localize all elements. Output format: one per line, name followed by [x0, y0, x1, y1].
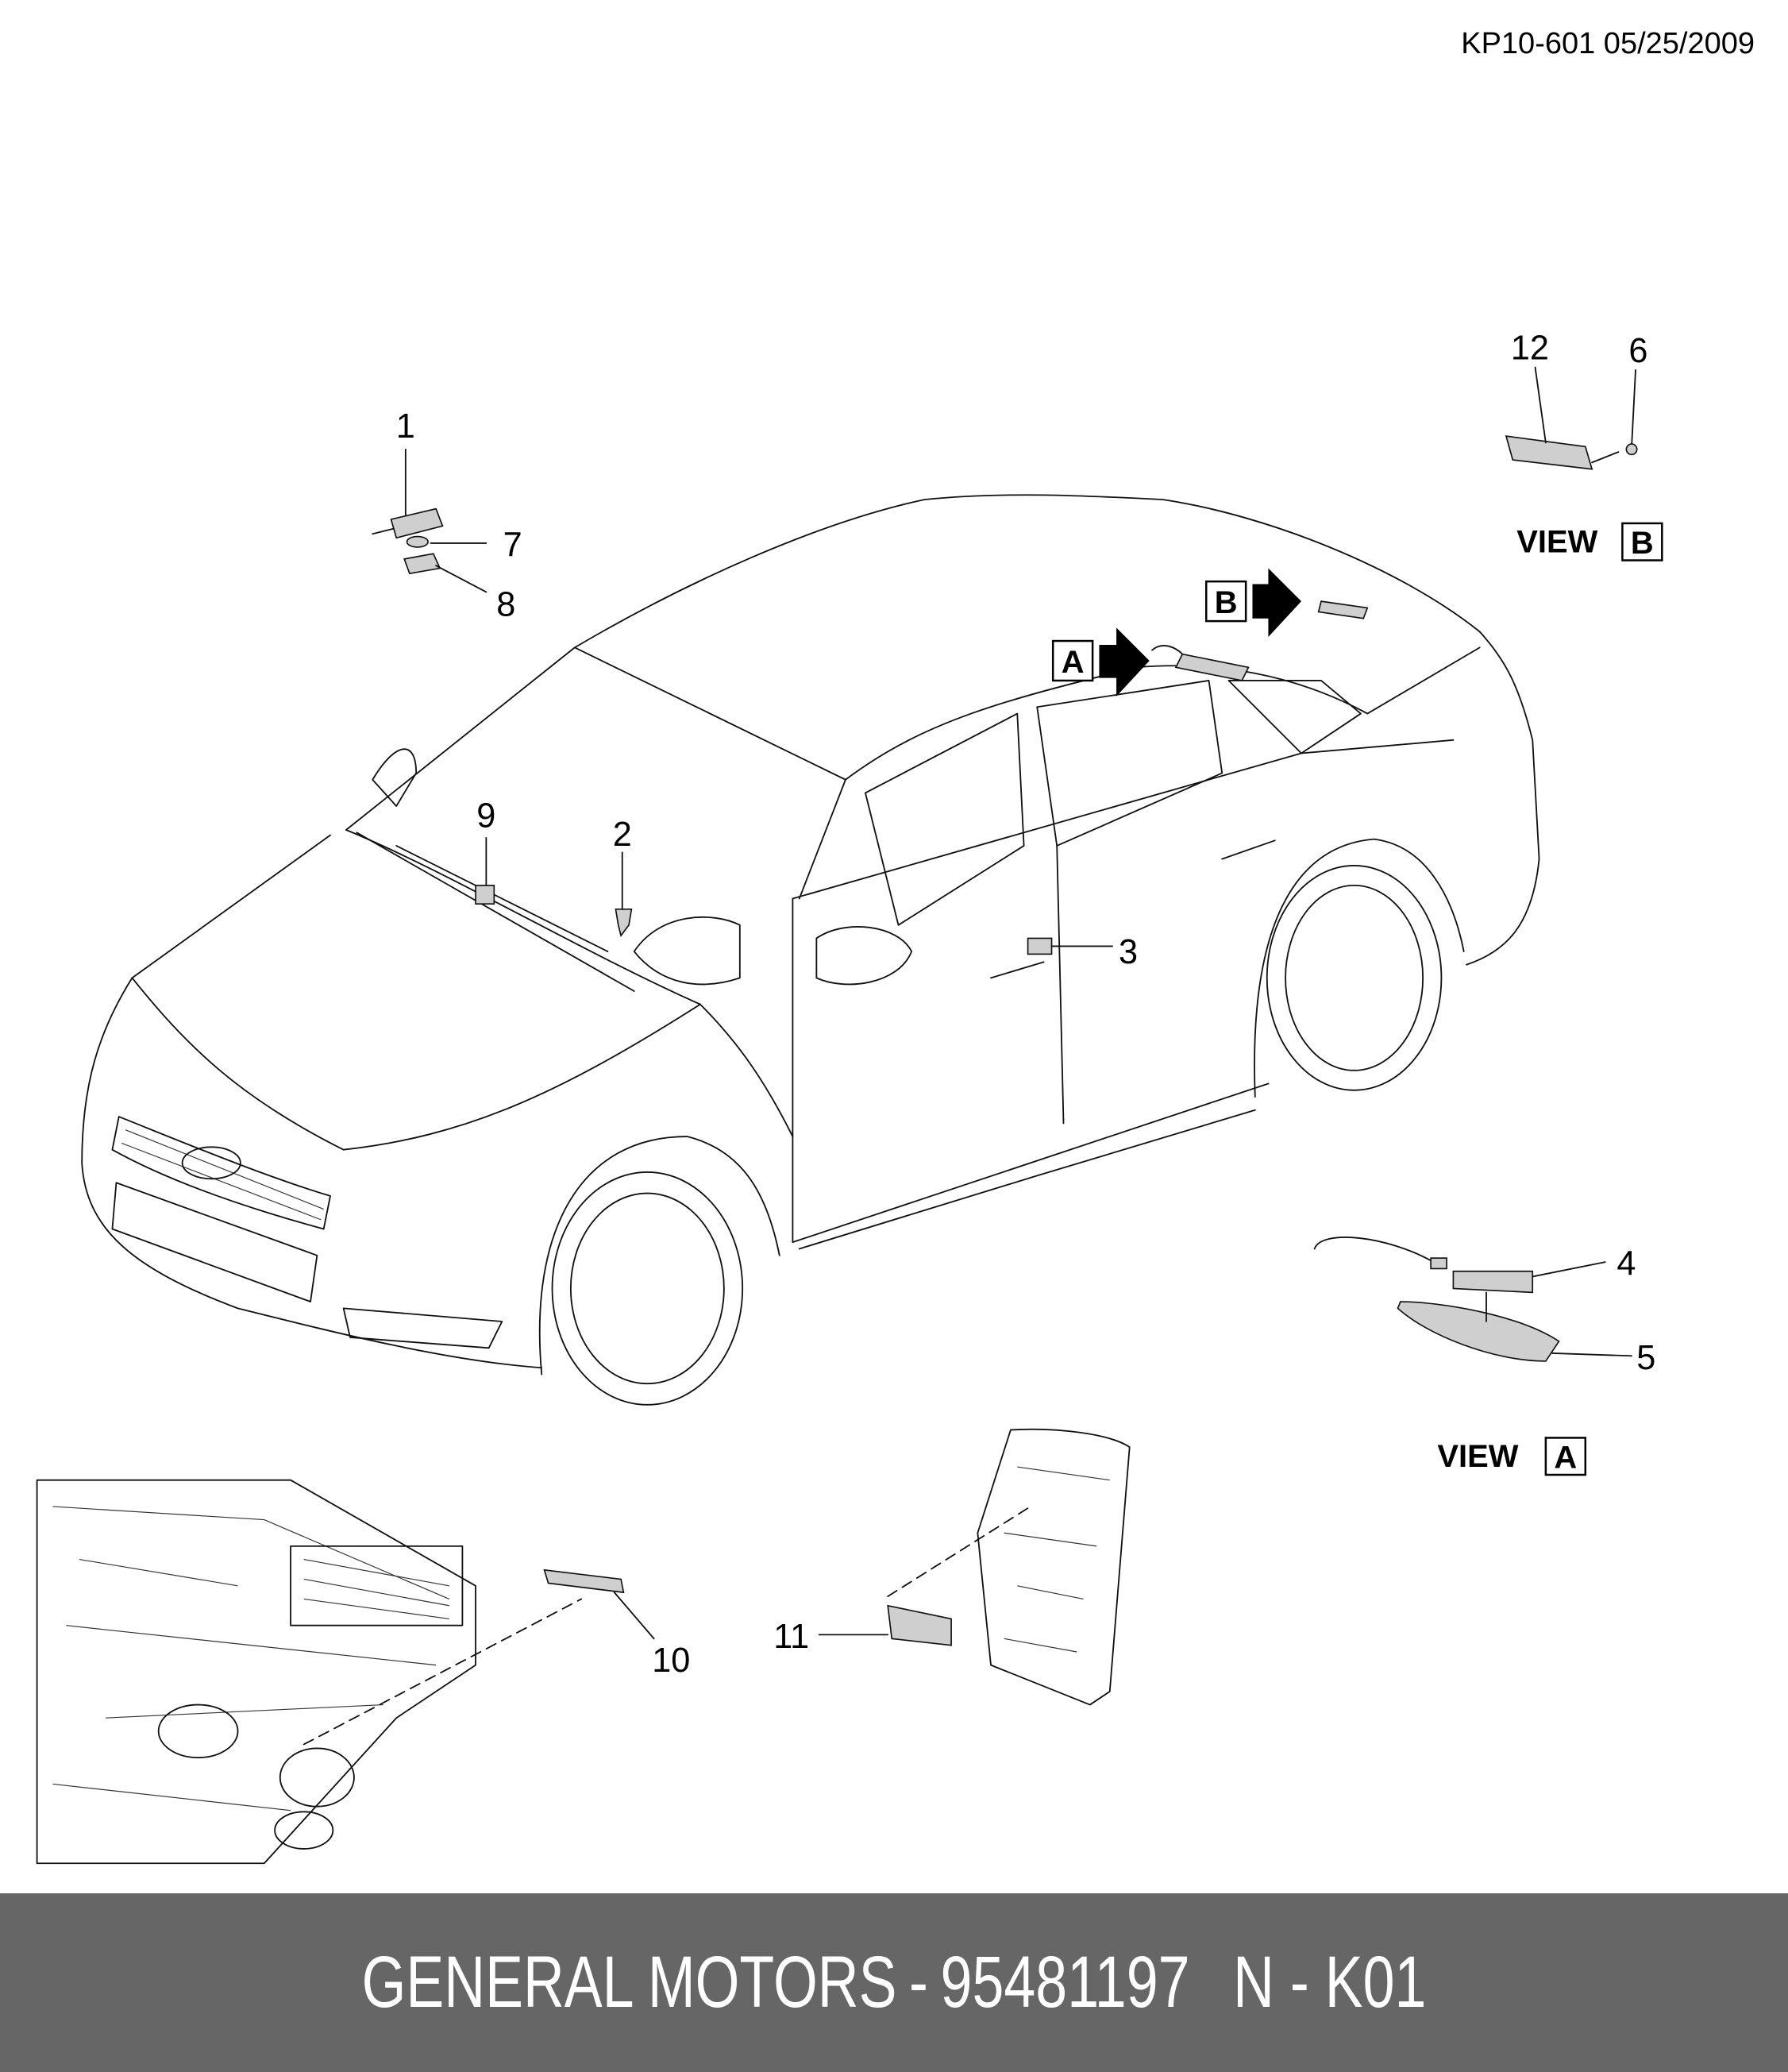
pillar-trim-detail	[818, 1428, 1131, 1706]
callout-2: 2	[613, 816, 632, 854]
footer-banner: GENERAL MOTORS-95481197 N - K01	[0, 1893, 1788, 2072]
callout-3: 3	[1119, 933, 1138, 971]
view-b-letter: B	[1631, 526, 1654, 561]
callout-9: 9	[476, 797, 495, 835]
footer-part-number: 95481197	[940, 1942, 1190, 2023]
view-a-letter: A	[1554, 1441, 1577, 1476]
document-code-date: KP10-601 05/25/2009	[1461, 27, 1755, 60]
part-2-clip	[615, 851, 633, 938]
callout-6: 6	[1628, 332, 1647, 370]
callout-8: 8	[496, 585, 515, 623]
view-a-arrow: A	[1051, 627, 1150, 696]
view-b-title: VIEW	[1516, 525, 1597, 560]
footer-separator: -	[909, 1942, 928, 2023]
rear-antenna-a	[1151, 600, 1369, 681]
part-3-handle-switch	[1027, 937, 1114, 955]
callout-7: 7	[503, 527, 522, 565]
car-illustration	[81, 494, 1540, 1406]
view-b-arrow: B	[1204, 568, 1302, 638]
view-a-arrow-label: A	[1062, 645, 1085, 680]
callout-12: 12	[1511, 330, 1549, 368]
callout-4: 4	[1617, 1245, 1636, 1283]
part-9-sensor	[475, 837, 495, 905]
part-key-fob	[372, 448, 487, 593]
instrument-panel-inset	[36, 1479, 655, 1865]
footer-code: N - K01	[1233, 1942, 1427, 2023]
view-a-detail: VIEW A	[1313, 1237, 1632, 1476]
callout-5: 5	[1636, 1339, 1655, 1377]
callout-11: 11	[773, 1618, 809, 1656]
view-b-arrow-label: B	[1215, 585, 1238, 620]
callout-10: 10	[652, 1642, 690, 1680]
view-a-title: VIEW	[1437, 1439, 1518, 1474]
footer-brand: GENERAL MOTORS	[361, 1942, 897, 2023]
callout-1: 1	[396, 407, 415, 446]
view-b-detail: VIEW B	[1505, 366, 1663, 561]
